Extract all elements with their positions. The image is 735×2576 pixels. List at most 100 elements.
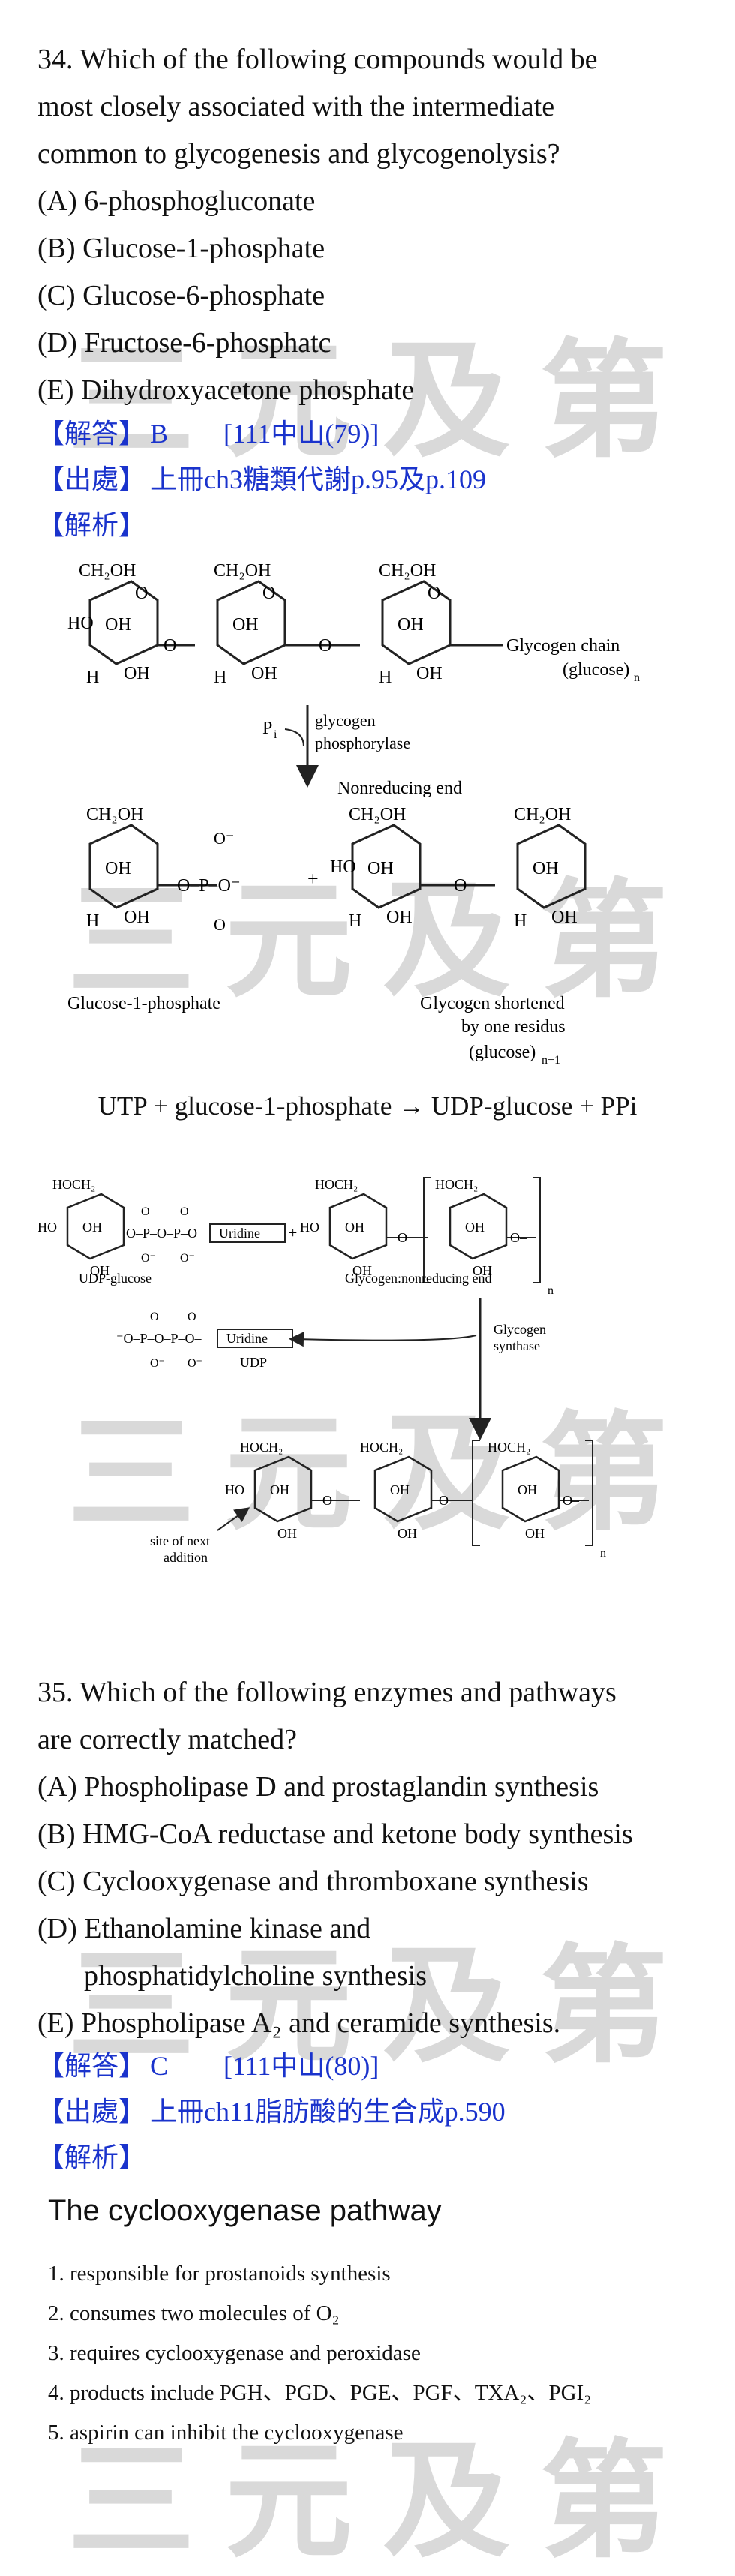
- svg-text:O: O: [164, 636, 176, 656]
- svg-text:synthase: synthase: [494, 1338, 540, 1353]
- answer-ref: [111中山(80)]: [224, 2051, 380, 2081]
- svg-text:OH: OH: [472, 1263, 492, 1278]
- svg-text:n: n: [600, 1547, 606, 1560]
- q34-answer-line: 【解答】B[111中山(79)]: [38, 411, 486, 457]
- uridine-box-1: Uridine: [219, 1226, 260, 1241]
- q35-option-e: (E) Phospholipase A₂ and ceramide synthe…: [38, 2007, 561, 2039]
- svg-text:OH: OH: [105, 615, 131, 635]
- svg-text:i: i: [274, 728, 278, 741]
- source-value: 上冊ch11脂肪酸的生合成p.590: [150, 2097, 506, 2127]
- svg-text:+: +: [289, 1225, 297, 1241]
- source-value: 上冊ch3糖類代謝p.95及p.109: [150, 464, 486, 494]
- svg-text:H: H: [86, 911, 99, 931]
- q35-option-d: (D) Ethanolamine kinase and: [38, 1913, 371, 1944]
- svg-text:O: O: [322, 1493, 332, 1508]
- svg-text:OH: OH: [386, 908, 412, 927]
- watermark-1: 三元及第: [68, 327, 698, 476]
- q34-analysis-line: 【解析】: [38, 503, 486, 548]
- analysis-label: 【解析】: [38, 510, 146, 540]
- svg-text:Nonreducing end: Nonreducing end: [338, 779, 462, 798]
- svg-text:H: H: [349, 911, 362, 931]
- g1p-label: Glucose-1-phosphate: [68, 994, 220, 1013]
- svg-text:O⁻: O⁻: [188, 1357, 202, 1370]
- shortened-ring-1: CH₂OH OH OH HO H: [330, 805, 422, 931]
- q34-source-line: 【出處】上冊ch3糖類代謝p.95及p.109: [38, 457, 486, 503]
- svg-text:OH: OH: [352, 1263, 372, 1278]
- product-ring-3: HOCH₂ OH OH: [488, 1440, 560, 1541]
- svg-text:⁻O–P–O–P–O–: ⁻O–P–O–P–O–: [116, 1331, 202, 1346]
- svg-text:O: O: [141, 1205, 150, 1218]
- svg-text:O⁻: O⁻: [214, 829, 235, 848]
- svg-text:glycogen: glycogen: [315, 711, 376, 730]
- product-ring-2: HOCH₂ OH OH: [360, 1440, 433, 1541]
- q35-option-d-cont: phosphatidylcholine synthesis: [84, 1960, 428, 1992]
- svg-text:HOCH₂: HOCH₂: [240, 1440, 283, 1455]
- svg-text:n: n: [548, 1284, 554, 1297]
- question-35: 35. Which of the following enzymes and p…: [38, 1669, 712, 2047]
- q35-line-2: are correctly matched?: [38, 1724, 297, 1755]
- svg-text:O⁻: O⁻: [141, 1252, 156, 1265]
- svg-text:Glycogen:nonreducing end: Glycogen:nonreducing end: [345, 1271, 491, 1286]
- answer-ref: [111中山(79)]: [224, 419, 380, 449]
- svg-text:(glucose): (glucose): [562, 660, 629, 680]
- svg-text:O–: O–: [510, 1230, 527, 1245]
- svg-text:OH: OH: [465, 1220, 484, 1235]
- svg-text:HOCH₂: HOCH₂: [360, 1440, 403, 1455]
- svg-text:UDP-glucose: UDP-glucose: [79, 1271, 152, 1286]
- svg-text:by one residus: by one residus: [461, 1017, 566, 1037]
- svg-text:UDP: UDP: [240, 1355, 267, 1370]
- svg-text:OH: OH: [518, 1482, 537, 1497]
- q34-option-d: (D) Fructose-6-phosphatc: [38, 327, 332, 359]
- svg-text:O–: O–: [562, 1493, 580, 1508]
- q34-meta: 【解答】B[111中山(79)] 【出處】上冊ch3糖類代謝p.95及p.109…: [38, 411, 486, 548]
- svg-text:O: O: [319, 636, 332, 656]
- svg-text:phosphorylase: phosphorylase: [315, 734, 410, 752]
- svg-text:CH₂OH: CH₂OH: [379, 561, 436, 581]
- q34-option-a: (A) 6-phosphogluconate: [38, 185, 316, 217]
- svg-text:O: O: [398, 1230, 407, 1245]
- svg-text:HOCH₂: HOCH₂: [52, 1177, 95, 1192]
- glucose-1-phosphate-ring: CH₂OH OH OH H: [86, 805, 159, 931]
- svg-text:CH₂OH: CH₂OH: [79, 561, 136, 581]
- svg-text:O: O: [214, 915, 226, 934]
- svg-text:O⁻: O⁻: [180, 1252, 195, 1265]
- svg-text:O: O: [180, 1205, 189, 1218]
- answer-label: 【解答】: [38, 2051, 146, 2081]
- glycogen-ring-a: HOCH₂ OH HO OH: [300, 1177, 388, 1278]
- source-label: 【出處】: [38, 464, 146, 494]
- glycogen-synthase-diagram: HOCH₂ OH HO OH O–P–O–P–O O O O⁻ O⁻ Uridi…: [38, 1177, 606, 1565]
- glycogen-ring-b: HOCH₂ OH OH: [435, 1177, 508, 1278]
- svg-text:CH₂OH: CH₂OH: [214, 561, 271, 581]
- svg-text:P: P: [262, 719, 272, 738]
- svg-text:OH: OH: [124, 664, 150, 683]
- watermark-4: 三元及第: [68, 1932, 698, 2081]
- source-label: 【出處】: [38, 2097, 146, 2127]
- svg-text:O: O: [188, 1311, 196, 1323]
- cox-item-5: 5. aspirin can inhibit the cyclooxygenas…: [48, 2421, 404, 2445]
- svg-text:OH: OH: [368, 859, 394, 878]
- shortened-ring-2: CH₂OH OH OH H: [514, 805, 586, 931]
- svg-text:H: H: [86, 668, 99, 687]
- udp-glucose-ring: HOCH₂ OH HO OH: [38, 1177, 125, 1278]
- svg-text:O⁻: O⁻: [150, 1357, 165, 1370]
- svg-text:OH: OH: [398, 615, 424, 635]
- q34-line-1: 34. Which of the following compounds wou…: [38, 44, 598, 75]
- svg-text:O: O: [454, 876, 466, 896]
- answer-value: B: [150, 419, 169, 449]
- svg-text:O: O: [428, 584, 440, 603]
- glucose-ring-1: CH₂OH OH HO OH O H: [68, 561, 159, 687]
- svg-text:Glycogen: Glycogen: [494, 1322, 546, 1337]
- svg-text:OH: OH: [398, 1526, 417, 1541]
- q34-option-b: (B) Glucose-1-phosphate: [38, 233, 326, 264]
- svg-text:HOCH₂: HOCH₂: [435, 1177, 478, 1192]
- svg-text:OH: OH: [232, 615, 259, 635]
- svg-text:Glycogen shortened: Glycogen shortened: [420, 994, 565, 1013]
- cox-item-1: 1. responsible for prostanoids synthesis: [48, 2262, 391, 2286]
- cox-item-2: 2. consumes two molecules of O₂: [48, 2301, 340, 2325]
- answer-value: C: [150, 2051, 169, 2081]
- product-ring-1: HOCH₂ OH HO OH: [225, 1440, 313, 1541]
- svg-text:H: H: [214, 668, 226, 687]
- svg-text:addition: addition: [164, 1550, 208, 1565]
- analysis-label: 【解析】: [38, 2142, 146, 2172]
- q35-answer-line: 【解答】C [111中山(80)]: [38, 2043, 506, 2089]
